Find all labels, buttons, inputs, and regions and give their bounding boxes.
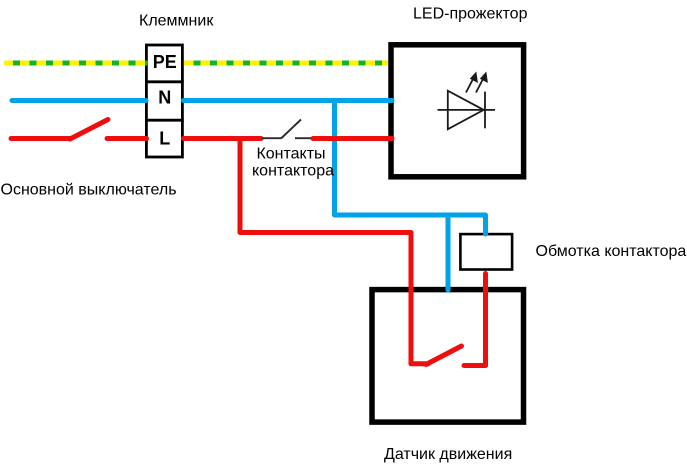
svg-text:L: L <box>159 129 170 149</box>
svg-text:Обмотка контактора: Обмотка контактора <box>536 243 687 260</box>
svg-text:Клеммник: Клеммник <box>139 13 214 30</box>
svg-text:Контакты: Контакты <box>256 146 325 163</box>
svg-text:N: N <box>158 87 171 107</box>
svg-text:LED-прожектор: LED-прожектор <box>413 5 528 22</box>
svg-text:PE: PE <box>153 52 177 72</box>
svg-text:Датчик движения: Датчик движения <box>384 446 512 463</box>
svg-text:контактора: контактора <box>252 163 334 180</box>
svg-text:Основной выключатель: Основной выключатель <box>1 181 177 198</box>
